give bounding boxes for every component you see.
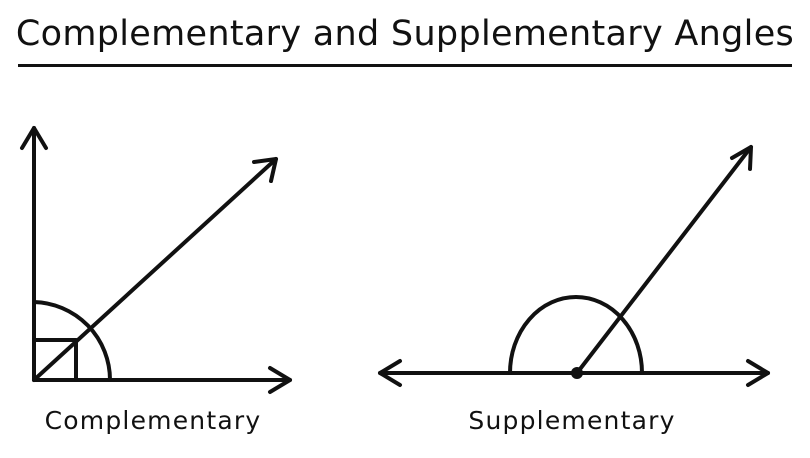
- supplementary-arc: [508, 295, 644, 375]
- supplementary-ray: [575, 145, 753, 375]
- supplementary-ray-arrowhead: [730, 145, 753, 171]
- complementary-outer-arc: [32, 300, 112, 382]
- supplementary-vertex-dot: [571, 367, 583, 379]
- complementary-horizontal-arrowhead: [268, 366, 292, 394]
- complementary-diagonal-ray: [32, 157, 278, 382]
- supplementary-right-arrowhead: [746, 359, 770, 387]
- supplementary-diagram: [378, 145, 770, 387]
- complementary-diagonal-arrowhead: [252, 157, 278, 183]
- supplementary-label: Supplementary: [468, 406, 676, 435]
- supplementary-left-arrowhead: [378, 359, 402, 387]
- complementary-diagram: [20, 126, 292, 394]
- complementary-vertical-arrowhead: [20, 126, 48, 150]
- page-title: Complementary and Supplementary Angles: [15, 14, 795, 54]
- complementary-right-angle-marker: [32, 338, 78, 382]
- title-underline: [18, 64, 792, 67]
- complementary-label: Complementary: [44, 406, 262, 435]
